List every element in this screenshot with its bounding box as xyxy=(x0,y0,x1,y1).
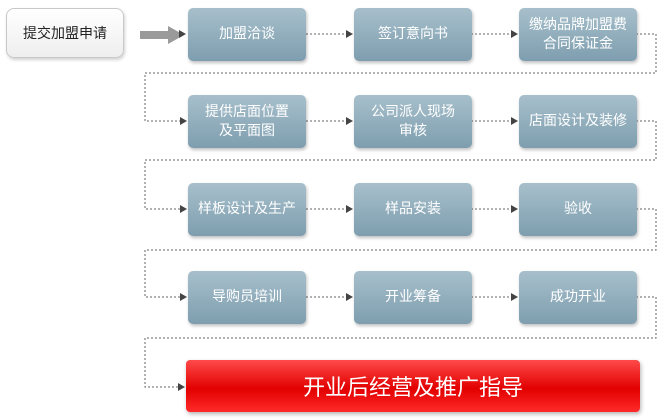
step-label: 样板设计及生产 xyxy=(198,201,296,217)
step-store-design-decoration: 店面设计及装修 xyxy=(519,95,637,148)
step-pay-franchise-fee: 缴纳品牌加盟费 合同保证金 xyxy=(519,8,637,61)
step-label: 提供店面位置 及平面图 xyxy=(205,103,289,139)
step-sample-installation: 样品安装 xyxy=(354,183,472,236)
submit-application-box: 提交加盟申请 xyxy=(6,8,124,58)
step-opening-preparation: 开业筹备 xyxy=(354,271,472,324)
step-label: 签订意向书 xyxy=(378,26,448,42)
submit-application-label: 提交加盟申请 xyxy=(23,26,107,42)
step-sales-staff-training: 导购员培训 xyxy=(188,271,306,324)
step-label: 加盟洽谈 xyxy=(219,26,275,42)
step-label: 开业筹备 xyxy=(385,289,441,305)
step-label: 成功开业 xyxy=(550,289,606,305)
step-franchise-negotiation: 加盟洽谈 xyxy=(188,8,306,61)
step-label: 缴纳品牌加盟费 合同保证金 xyxy=(529,16,627,52)
step-acceptance-check: 验收 xyxy=(519,183,637,236)
post-opening-guidance-banner: 开业后经营及推广指导 xyxy=(186,360,640,412)
step-label: 公司派人现场 审核 xyxy=(371,103,455,139)
step-onsite-review: 公司派人现场 审核 xyxy=(354,95,472,148)
step-label: 导购员培训 xyxy=(212,289,282,305)
step-sample-design-production: 样板设计及生产 xyxy=(188,183,306,236)
post-opening-guidance-label: 开业后经营及推广指导 xyxy=(302,376,523,401)
step-successful-opening: 成功开业 xyxy=(519,271,637,324)
step-provide-store-location: 提供店面位置 及平面图 xyxy=(188,95,306,148)
start-arrow-icon xyxy=(140,26,184,44)
step-label: 验收 xyxy=(564,201,592,217)
step-label: 店面设计及装修 xyxy=(529,113,627,129)
step-label: 样品安装 xyxy=(385,201,441,217)
step-sign-letter-of-intent: 签订意向书 xyxy=(354,8,472,61)
